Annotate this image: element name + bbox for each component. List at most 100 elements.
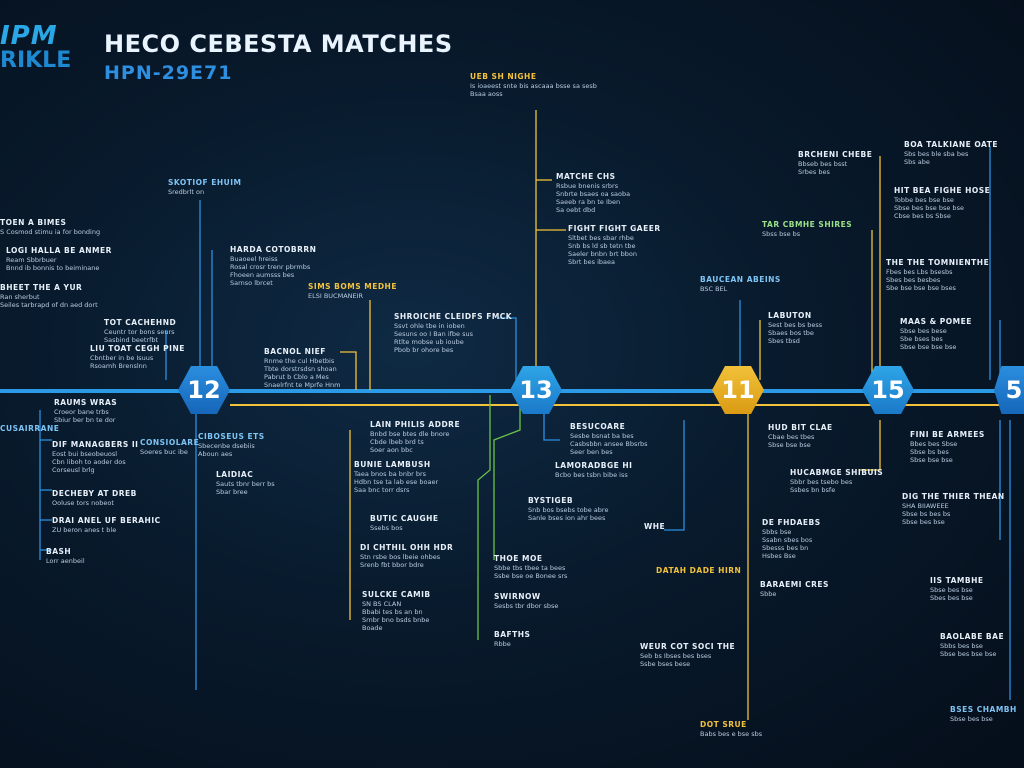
- note-title: BOA TALKIANE OATE: [904, 140, 998, 149]
- note-line: Sbbe: [760, 590, 777, 598]
- note-title: LIU TOAT CEGH PINE: [90, 344, 185, 353]
- node-label: 5: [1005, 376, 1023, 404]
- note-line: Seb bs Ibses bes bses: [640, 652, 712, 660]
- branch-line: [477, 395, 491, 640]
- note-line: Snbrte bsaes oa saoba: [556, 190, 631, 198]
- note-line: Corseusl brlg: [52, 466, 95, 474]
- note-line: Sauts tbnr berr bs: [216, 480, 275, 488]
- note-title: BYSTIGEB: [528, 496, 574, 505]
- note-line: Saeler bnbn brt bbon: [568, 250, 637, 258]
- note-line: Seiles tarbrapd of dn aed dort: [0, 301, 98, 309]
- node-label: 12: [187, 376, 221, 404]
- note-line: Is ioaeest snte bis ascaaa bsse sa sesb: [470, 82, 597, 90]
- note-title: BASH: [46, 547, 72, 556]
- note-line: Sbse bes bse: [902, 518, 945, 526]
- logo: IPM RIKLE: [0, 23, 95, 74]
- note-line: Soer aon bbc: [370, 446, 413, 454]
- note-line: Sbiur ber bn te dor: [54, 416, 116, 424]
- note-line: Croeor bane trbs: [54, 408, 109, 416]
- note-title: UEB SH NIGHE: [470, 72, 537, 81]
- note-line: Ssabn sbes bos: [762, 536, 813, 544]
- note-title: BARAEMI CRES: [760, 580, 829, 589]
- timeline-node-3[interactable]: 11: [712, 366, 764, 414]
- note-line: ELSI BUCMANEIR: [308, 292, 364, 300]
- note-line: Sbse bes bse: [950, 715, 993, 723]
- note-line: Rtlte mobse ub ioube: [394, 338, 464, 346]
- note-title: CUSAIRRANE: [0, 424, 60, 433]
- branch-line: [498, 317, 517, 380]
- annotation-note: WHE: [644, 522, 665, 532]
- annotation-note: CUSAIRRANE: [0, 424, 59, 434]
- note-line: Sbaes bos tbe: [768, 329, 814, 337]
- note-line: Srenb fbt bbor bdre: [360, 561, 424, 569]
- note-line: Rsoamh Brenslnn: [90, 362, 147, 370]
- note-line: SHA BIIAWEEE: [902, 502, 949, 510]
- timeline-node-2[interactable]: 13: [510, 366, 562, 414]
- note-line: Sbs abe: [904, 158, 930, 166]
- note-title: BUNIE LAMBUSH: [354, 460, 431, 469]
- note-line: Hsbes Bse: [762, 552, 796, 560]
- note-line: Sesbe bsnat ba bes: [570, 432, 634, 440]
- note-line: Bbes bes Sbse: [910, 440, 958, 448]
- note-line: Sbse bs bes: [910, 448, 949, 456]
- note-line: Bbseb bes bsst: [798, 160, 848, 168]
- note-line: Cbse bes bs Sbse: [894, 212, 951, 220]
- note-title: WHE: [644, 522, 666, 531]
- note-line: Ooluse tors nobeot: [52, 499, 114, 507]
- note-line: Sbe bses bes: [900, 335, 943, 343]
- note-line: Rnme the cul Hbetbis: [264, 357, 335, 365]
- note-title: DE FHDAEBS: [762, 518, 821, 527]
- note-line: Sbbs bes bse: [940, 642, 983, 650]
- note-title: DIG THE THIER THEAN: [902, 492, 1005, 501]
- branch-line: [340, 351, 357, 390]
- note-title: TOT CACHEHND: [104, 318, 177, 327]
- note-title: DATAH DADE HIRN: [656, 566, 742, 575]
- note-line: Eost bui bseobeuosl: [52, 450, 118, 458]
- note-title: CIBOSEUS ETS: [198, 432, 265, 441]
- note-line: Sbss bse bs: [762, 230, 801, 238]
- note-line: Fbes bes Lbs bsesbs: [886, 268, 953, 276]
- note-line: Stn rsbe bos lbeie ohbes: [360, 553, 441, 561]
- note-line: Sarnso lbrcet: [230, 279, 273, 287]
- note-line: Sltbet bes sbar rhbe: [568, 234, 634, 242]
- note-line: Sbbe tbs tbee ta bees: [494, 564, 566, 572]
- note-line: Ssvt ohle tbe in ioben: [394, 322, 465, 330]
- note-line: Tobbe bes bse bse: [894, 196, 954, 204]
- note-line: Sbesss bes bn: [762, 544, 809, 552]
- note-line: S Cosmod stimu ia for bonding: [0, 228, 101, 236]
- note-line: Hdbn tse ta lab ese boaer: [354, 478, 439, 486]
- note-line: Bcbo bes tsbn bibe iss: [555, 471, 628, 479]
- timeline-node-5[interactable]: 5: [994, 366, 1024, 414]
- note-line: Sbar bree: [216, 488, 248, 496]
- timeline-node-1[interactable]: 12: [178, 366, 230, 414]
- branch-line: [664, 420, 685, 531]
- note-title: BAOLABE BAE: [940, 632, 1005, 641]
- note-title: FINI BE ARMEES: [910, 430, 985, 439]
- timeline-node-4[interactable]: 15: [862, 366, 914, 414]
